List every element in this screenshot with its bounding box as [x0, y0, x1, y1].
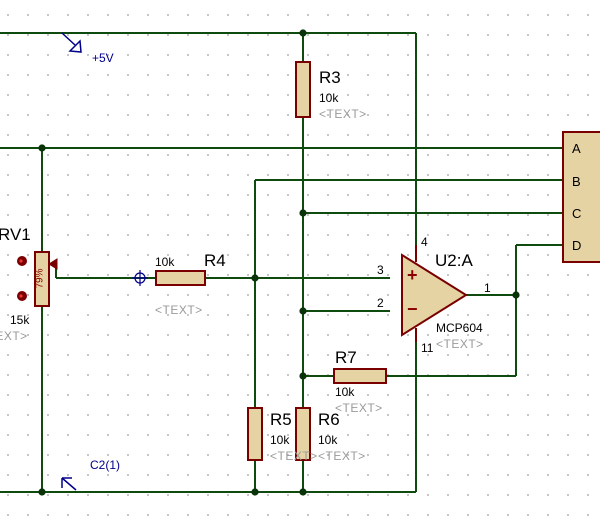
r7-value: 10k [335, 385, 355, 399]
potentiometer-rv1 [17, 251, 58, 307]
net-label-c2: C2(1) [90, 458, 121, 472]
resistor-r4-body [155, 270, 206, 286]
r4-ref: R4 [204, 251, 226, 270]
junction-dot [251, 274, 259, 282]
junction-dot [299, 29, 307, 37]
rv1-ref: RV1 [0, 225, 31, 244]
junction-dot [251, 488, 259, 496]
connector-pin-d: D [572, 238, 582, 253]
opamp-pin-11: 11 [421, 341, 434, 355]
r5-ref: R5 [270, 410, 292, 429]
opamp-text: <TEXT> [436, 337, 484, 351]
r6-text: <TEXT> [318, 449, 366, 463]
wires [0, 32, 563, 493]
opamp-pin-2: 2 [377, 296, 384, 310]
connector-pin-a: A [572, 141, 581, 156]
opamp-pin-3: 3 [377, 263, 384, 277]
connector-pin-b: B [572, 174, 581, 189]
r6-value: 10k [318, 433, 338, 447]
resistor-r3-body [295, 61, 311, 118]
resistor-r7-body [333, 368, 387, 384]
net-label-5v: +5V [92, 51, 114, 65]
rv1-wiper-position: 79% [34, 268, 46, 289]
r5-text: <TEXT> [270, 449, 318, 463]
r7-ref: R7 [335, 348, 357, 367]
probe-icon [132, 270, 148, 286]
junction-dot [512, 291, 520, 299]
junction-dot [299, 307, 307, 315]
connector-pin-c: C [572, 206, 582, 221]
power-terminal-5v [61, 32, 82, 53]
r4-text: <TEXT> [155, 303, 203, 317]
r4-value: 10k [155, 255, 175, 269]
junction-dot [299, 372, 307, 380]
r3-ref: R3 [319, 68, 341, 87]
junction-dot [299, 209, 307, 217]
opamp-u2a [401, 245, 468, 342]
opamp-plus-sign: + [407, 265, 418, 285]
junction-dot [299, 488, 307, 496]
connector-header [562, 131, 600, 263]
r6-ref: R6 [318, 410, 340, 429]
opamp-pin-4: 4 [421, 235, 428, 249]
r3-value: 10k [319, 91, 339, 105]
opamp-ref: U2:A [435, 251, 473, 270]
opamp-minus-sign: − [407, 299, 418, 319]
rv1-text: <TEXT> [0, 329, 28, 343]
rail-terminal-c2 [61, 477, 77, 491]
opamp-part: MCP604 [436, 321, 483, 335]
resistor-r5-body [247, 407, 263, 461]
junction-dot [38, 488, 46, 496]
resistor-r6-body [295, 407, 311, 461]
r5-value: 10k [270, 433, 290, 447]
r3-text: <TEXT> [319, 107, 367, 121]
opamp-pin-1: 1 [484, 281, 491, 295]
junctions [38, 29, 520, 496]
r7-text: <TEXT> [335, 401, 383, 415]
junction-dot [38, 144, 46, 152]
rv1-value: 15k [10, 313, 30, 327]
